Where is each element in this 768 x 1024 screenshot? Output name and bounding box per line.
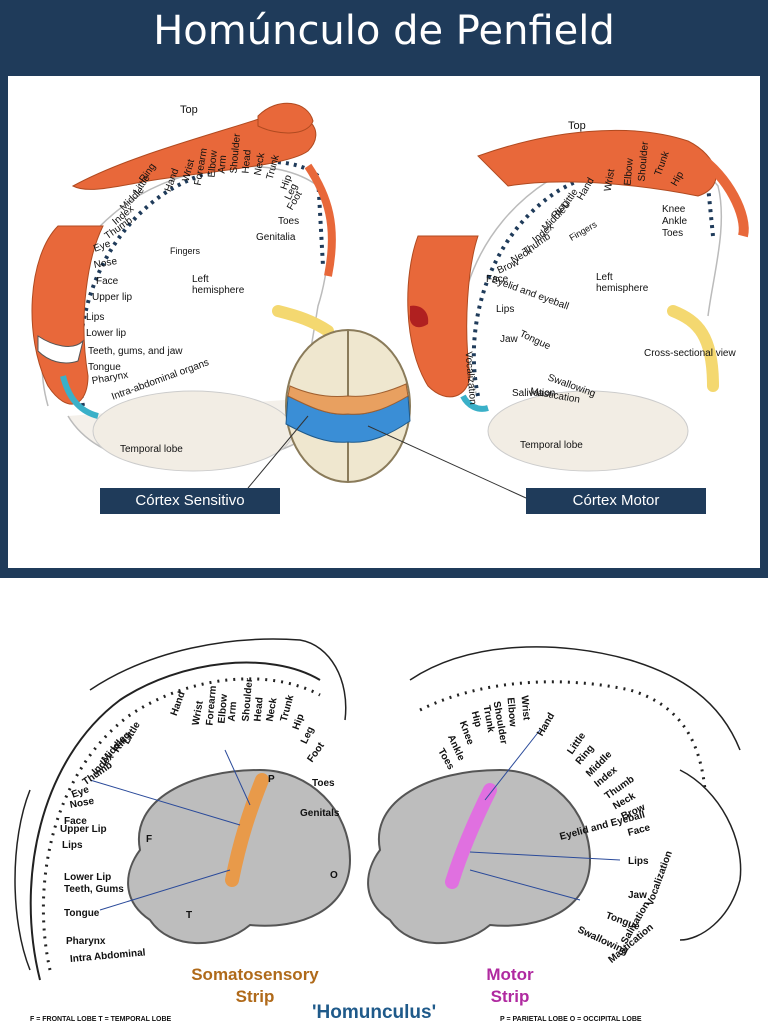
left-hemisphere-label: Left hemisphere — [192, 274, 245, 296]
bottom-left-arc-part-12: Toes — [312, 778, 335, 789]
motor-strip-label: Motor Strip — [486, 965, 534, 1006]
bottom-illustration — [14, 638, 742, 981]
right-part-9: Lips — [496, 304, 515, 315]
badge-cortex-motor: Córtex Motor — [526, 488, 706, 514]
bottom-left-part-8: Upper Lip — [60, 824, 107, 835]
left-arc-part-13: Genitalia — [256, 232, 296, 243]
bottom-right-part-9: Lips — [628, 856, 649, 867]
lobe-letter-t-left: T — [186, 910, 193, 921]
left-part-7: Face — [96, 276, 119, 287]
right-temporal-label: Temporal lobe — [520, 440, 583, 451]
homunculus-label: 'Homunculus' — [312, 1002, 437, 1023]
page-title: Homúnculo de Penfield — [153, 8, 615, 54]
right-top-label: Top — [568, 120, 586, 132]
right-arc-part-7: Ankle — [662, 216, 688, 227]
top-illustration — [31, 102, 749, 499]
cross-section-label: Cross-sectional view — [644, 348, 736, 359]
right-arc-part-6: Knee — [662, 204, 686, 215]
bottom-left-part-10: Lower Lip — [64, 872, 112, 883]
bottom-left-part-11: Teeth, Gums — [64, 884, 124, 895]
left-temporal-label: Temporal lobe — [120, 444, 183, 455]
right-part-8: Face — [486, 274, 509, 285]
bottom-right-arc-part-7: Wrist — [518, 695, 532, 721]
left-arc-part-6: Head — [240, 149, 254, 174]
right-arc-part-2: Elbow — [622, 157, 636, 186]
footer-right-legend: P = PARIETAL LOBE O = OCCIPITAL LOBE — [500, 1016, 642, 1023]
bottom-left-arc-part-4: Arm — [226, 701, 240, 722]
top-figure: Top Top Left hemisphere Left hemisphere … — [8, 76, 760, 568]
lobe-letter-p-left: P — [268, 774, 275, 785]
right-hemisphere-label: Left hemisphere — [596, 272, 649, 294]
left-part-12: Tongue — [88, 362, 121, 373]
left-part-8: Upper lip — [92, 292, 133, 303]
left-part-9: Lips — [86, 312, 105, 323]
bottom-right-part-10: Jaw — [628, 890, 647, 901]
bottom-left-part-9: Lips — [62, 840, 83, 851]
badge-cortex-sensitivo: Córtex Sensitivo — [100, 488, 280, 514]
somatosensory-strip-label: Somatosensory Strip — [191, 965, 319, 1006]
bottom-left-arc-part-13: Genitals — [300, 808, 340, 819]
lobe-letter-o-left: O — [330, 870, 338, 881]
left-arc-part-12: Toes — [278, 216, 300, 227]
bottom-left-part-12: Tongue — [64, 908, 100, 919]
bottom-left-arc-part-6: Head — [252, 696, 266, 722]
right-part-10: Jaw — [500, 334, 518, 345]
left-part-10: Lower lip — [86, 328, 127, 339]
top-panel: Homúnculo de Penfield — [0, 0, 768, 578]
left-fingers-label: Fingers — [170, 246, 201, 256]
footer-left-legend: F = FRONTAL LOBE T = TEMPORAL LOBE — [30, 1016, 172, 1023]
left-part-11: Teeth, gums, and jaw — [88, 346, 183, 357]
lobe-letter-f-left: F — [146, 834, 153, 845]
left-top-label: Top — [180, 104, 198, 116]
right-arc-part-8: Toes — [662, 228, 684, 239]
bottom-left-part-7: Face — [64, 816, 87, 827]
right-part-14: Salivation — [512, 388, 556, 399]
left-arc-part-4: Arm — [216, 154, 230, 174]
bottom-left-part-13: Pharynx — [66, 936, 106, 947]
